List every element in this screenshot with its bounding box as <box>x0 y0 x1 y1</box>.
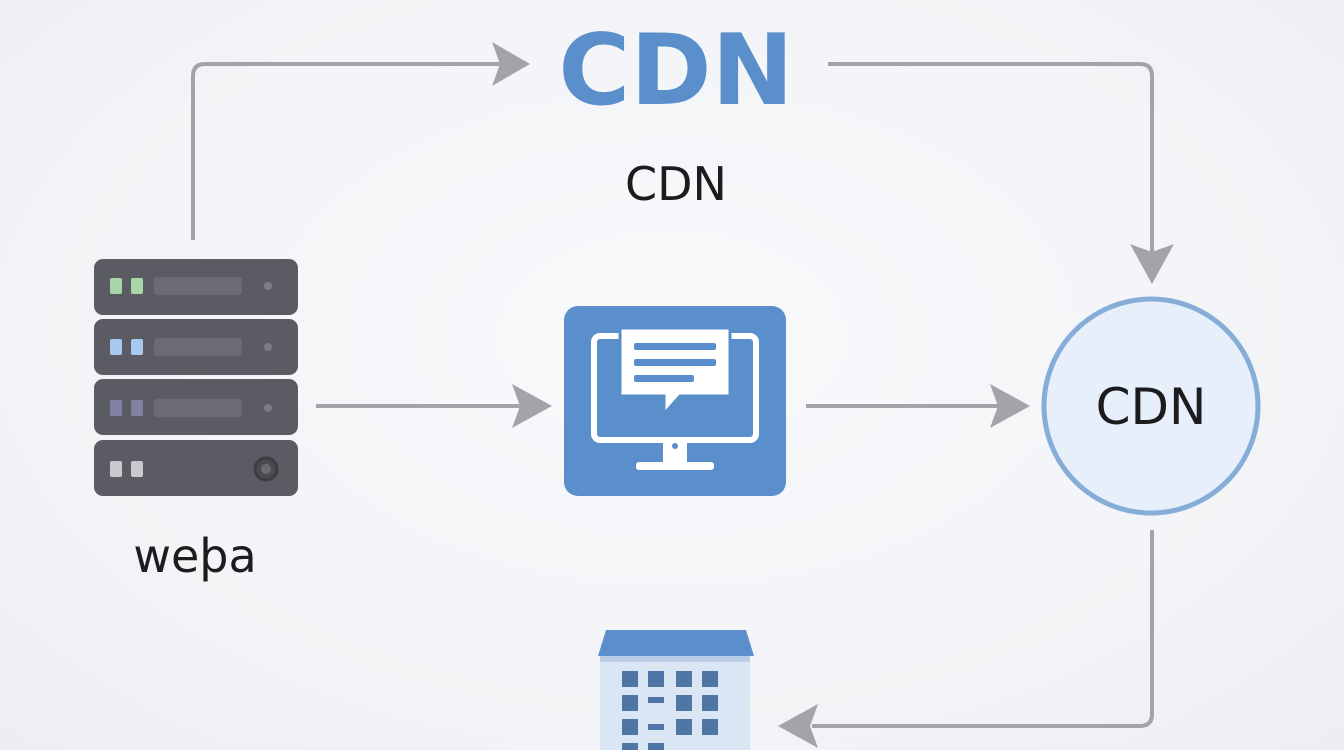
arrow-top-cdn-to-circle <box>828 62 1154 252</box>
arrowhead-server-to-top-cdn <box>492 42 530 86</box>
arrow-server-to-top-cdn <box>191 62 500 240</box>
top-cdn-title: CDN <box>558 14 793 128</box>
monitor-chat-icon <box>564 306 786 496</box>
arrowhead-top-cdn-to-circle <box>1130 244 1174 284</box>
cdn-node <box>1041 296 1261 516</box>
arrowhead-circle-to-building <box>778 704 818 748</box>
arrowhead-monitor-to-circle <box>990 384 1030 428</box>
cdn-node-label: CDN <box>1096 378 1207 436</box>
building-icon <box>598 630 754 750</box>
server-rack-icon <box>94 259 298 496</box>
top-cdn-subtitle: CDN <box>625 157 727 211</box>
arrowhead-server-to-monitor <box>512 384 552 428</box>
server-label: weþa <box>133 529 256 583</box>
connectors <box>191 42 1174 748</box>
arrow-circle-to-building <box>812 530 1154 728</box>
